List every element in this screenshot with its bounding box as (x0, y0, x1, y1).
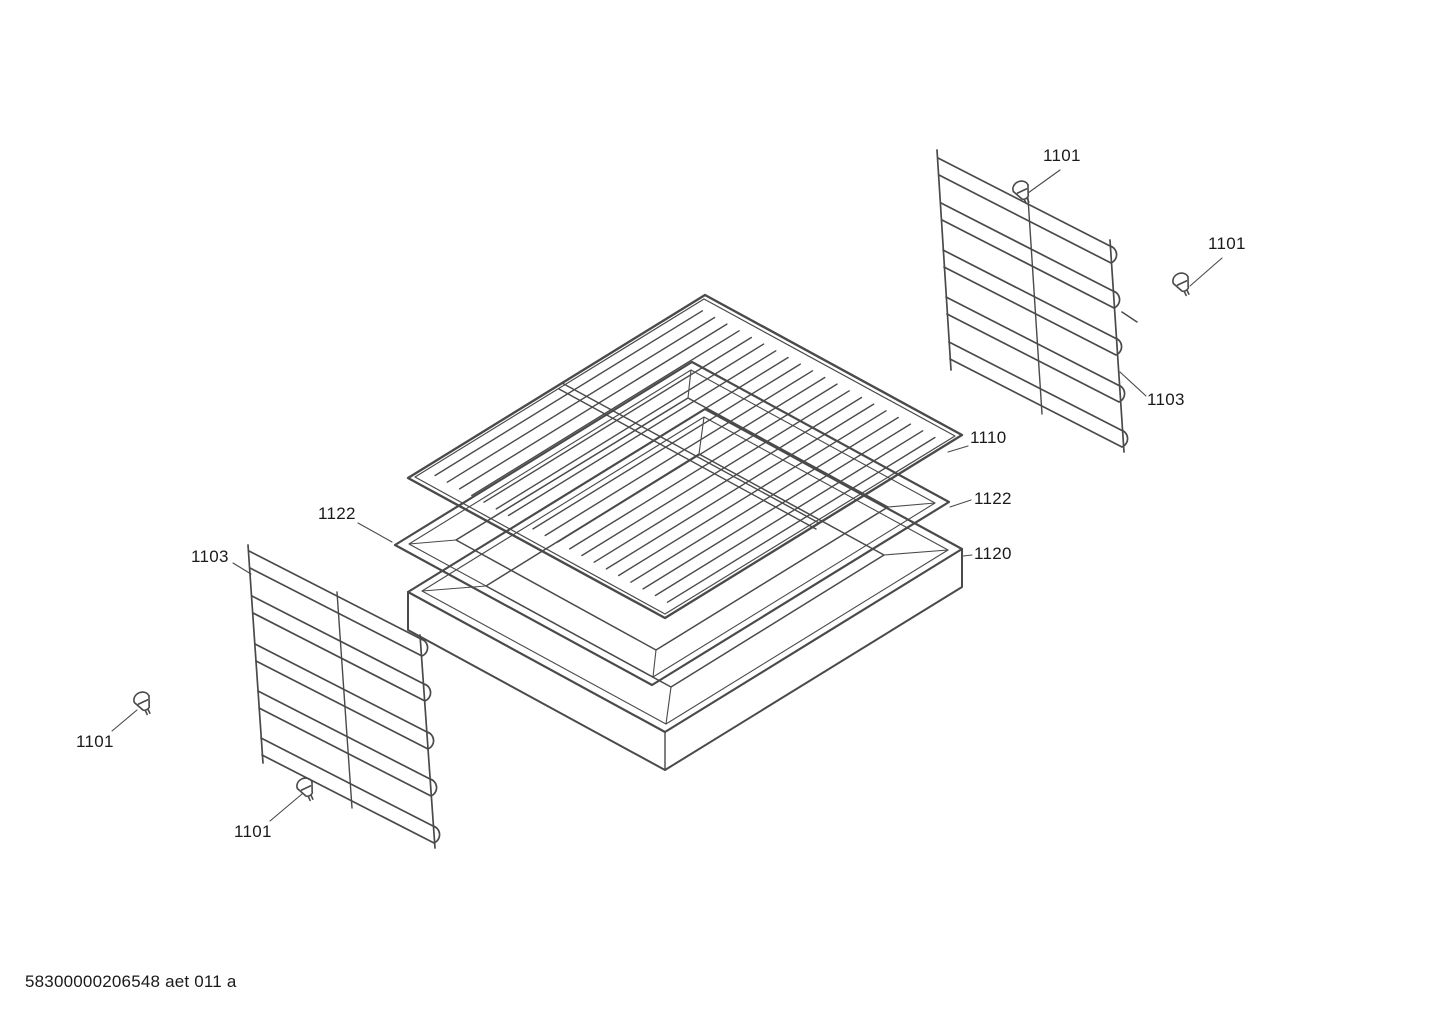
callout-1101-left: 1101 (76, 732, 114, 751)
callout-1110: 1110 (970, 428, 1007, 447)
callout-1101-far-right: 1101 (1208, 234, 1246, 253)
leader-line (1027, 169, 1061, 194)
leader-line (947, 445, 969, 453)
rack-hook (1121, 311, 1138, 323)
callout-1103-right: 1103 (1147, 390, 1185, 409)
leader-line (232, 562, 252, 575)
leader-line (111, 709, 138, 732)
leader-line (949, 499, 972, 508)
leader-line (269, 793, 303, 822)
baking-tray-1122 (393, 360, 951, 687)
side-rack-1103-right (936, 149, 1138, 453)
callout-1122-left: 1122 (318, 504, 356, 523)
leader-line (357, 522, 393, 543)
leader-line (1119, 371, 1147, 397)
callout-1101-top-right: 1101 (1043, 146, 1081, 165)
pan-corner-creases (421, 416, 949, 725)
callout-1103-left: 1103 (191, 547, 229, 566)
leader-line (1189, 257, 1223, 287)
fastener-1101-bottom-left (293, 774, 320, 804)
wire-rack-1110 (406, 293, 964, 620)
rack-wires (434, 310, 936, 603)
leader-lines (111, 169, 1223, 822)
tray-corner-creases (408, 369, 936, 678)
callout-1122-right: 1122 (974, 489, 1012, 508)
fastener-1101-left (130, 688, 157, 718)
side-rack-1103-left (247, 544, 441, 849)
document-code: 58300000206548 aet 011 a (25, 972, 237, 991)
universal-pan-1120 (406, 407, 964, 771)
leader-line (962, 554, 973, 557)
rack-crossbar (558, 382, 820, 530)
callout-1120: 1120 (974, 544, 1012, 563)
callout-1101-bottom-left: 1101 (234, 822, 272, 841)
